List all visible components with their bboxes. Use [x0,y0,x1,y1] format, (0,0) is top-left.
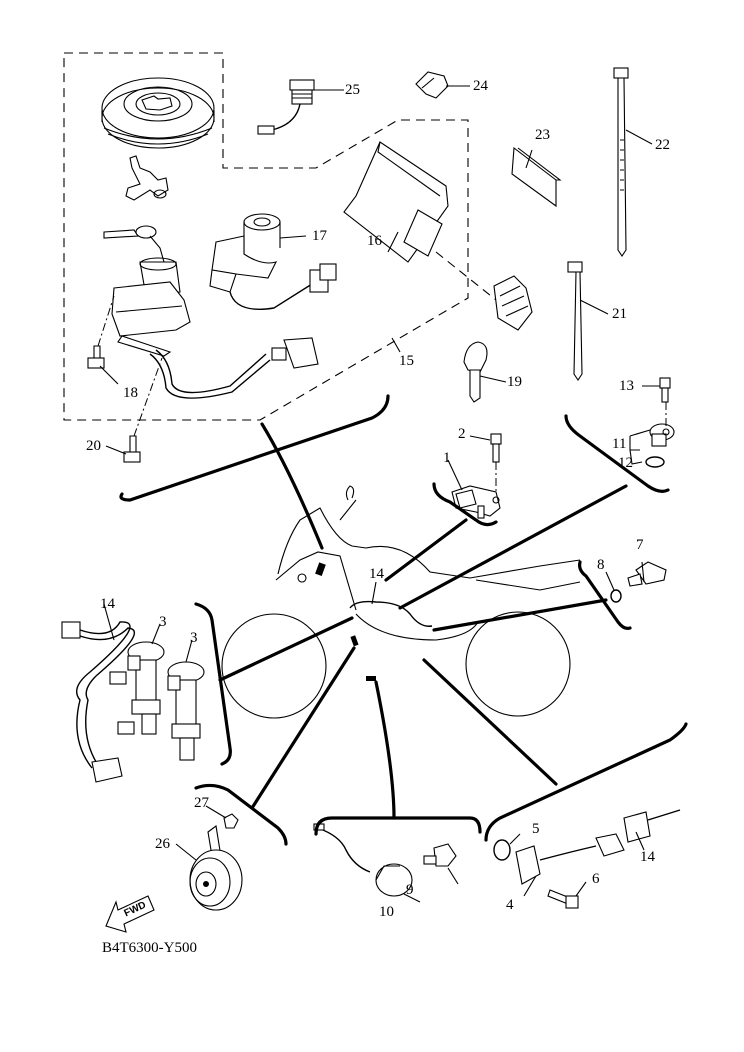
cable-tie-short [567,261,583,381]
callout-8: 8 [597,557,605,573]
callout-2: 2 [458,426,466,442]
leader-dashed-coupler [435,251,497,301]
o-ring-12 [645,456,665,468]
callout-18: 18 [123,385,138,401]
leader-dashdot-20 [133,357,163,437]
key-blank [463,341,488,403]
callout-5: 5 [532,821,540,837]
sensor-1 [451,485,501,519]
callout-14c: 14 [640,849,655,865]
lead-wire [257,79,315,135]
callout-11: 11 [612,436,627,452]
callout-20: 20 [86,438,101,454]
immobilizer-unit [343,141,449,263]
nut-27 [223,813,239,829]
leader-lines [99,85,660,903]
callout-17: 17 [312,228,327,244]
callout-22: 22 [655,137,670,153]
seat-lock [125,155,169,201]
main-switch [103,225,319,399]
bolt-13 [659,377,671,403]
callout-10: 10 [379,904,394,920]
harness-main [349,600,433,627]
callout-24: 24 [473,78,488,94]
callout-26: 26 [155,836,170,852]
bolt-18 [87,345,105,369]
callout-19: 19 [507,374,522,390]
ignition-coil-left [127,641,165,735]
callout-25: 25 [345,82,360,98]
bolt-2 [490,433,502,463]
diagram-code: B4T6300-Y500 [102,940,197,956]
callout-12: 12 [618,455,633,471]
thermo-switch [627,561,667,587]
callout-3a: 3 [159,614,167,630]
harness-marker [315,562,326,577]
neutral-switch [313,823,413,897]
gasket-8 [610,589,622,603]
callout-7: 7 [636,537,644,553]
motorcycle-outline [221,485,581,719]
connector-14 [623,809,681,843]
speed-sensor [515,833,625,885]
fwd-arrow [105,895,155,933]
callout-6: 6 [592,871,600,887]
oil-pressure-switch [423,843,457,867]
immobilizer-coupler [493,275,533,331]
sensor-11 [649,423,675,447]
callout-13: 13 [619,378,634,394]
bolt-6 [547,889,579,909]
clip [415,71,449,99]
callout-27: 27 [194,795,209,811]
horn [189,825,243,911]
callout-15: 15 [399,353,414,369]
harness-marker [350,635,359,647]
wire-harness-left [61,621,136,783]
cable-tie-long [613,67,629,257]
ignition-coil-right [167,661,205,761]
callout-23: 23 [535,127,550,143]
callout-21: 21 [612,306,627,322]
o-ring-5 [493,839,511,861]
fuel-cap-lock [101,77,215,149]
callout-16: 16 [367,233,382,249]
group-brackets [119,394,688,846]
callout-3b: 3 [190,630,198,646]
callout-14b: 14 [369,566,384,582]
leader-dashdot-18 [97,295,115,347]
callout-9: 9 [406,882,414,898]
pad [511,146,562,208]
bolt-20 [123,435,141,463]
kit-outline [63,52,469,421]
key-cylinder [209,213,337,310]
callout-4: 4 [506,897,514,913]
harness-marker [366,676,376,681]
callout-14a: 14 [100,596,115,612]
callout-1: 1 [443,450,451,466]
